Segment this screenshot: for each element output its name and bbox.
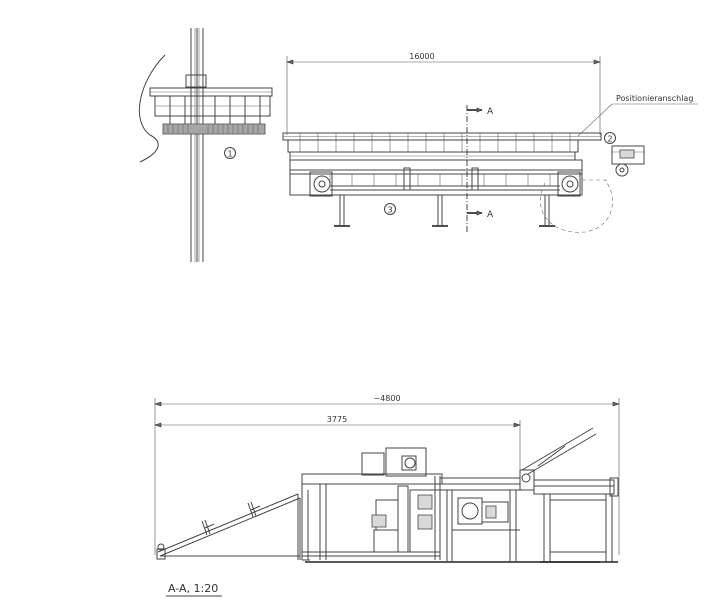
tilting-arm <box>521 427 619 563</box>
section-marker-top: A <box>487 107 494 117</box>
right-conveyor-section <box>439 469 535 562</box>
dimension-3775: 3775 <box>327 415 347 424</box>
callout-2: 2 <box>607 135 612 144</box>
callout-1: 1 <box>227 150 232 159</box>
detail-platform-posts <box>169 96 261 124</box>
dimension-16000: 16000 <box>409 52 434 61</box>
drive-unit <box>361 447 441 560</box>
section-view-aa: ~4800 3775 <box>154 394 620 597</box>
label-positionieranschlag: Positionieranschlag <box>616 94 693 103</box>
callout-3: 3 <box>387 206 392 215</box>
positioning-stop-detail <box>611 145 645 177</box>
section-title: A-A, 1:20 <box>168 582 218 595</box>
plan-legs <box>334 195 555 227</box>
plan-rail-posts <box>299 133 571 152</box>
detail-view-1: 1 <box>138 28 273 262</box>
inclined-chute <box>156 493 301 560</box>
dimension-4800: ~4800 <box>373 394 400 403</box>
section-marker-bottom: A <box>487 210 494 220</box>
main-frame <box>301 473 600 563</box>
plan-view: 16000 A A <box>282 52 698 233</box>
